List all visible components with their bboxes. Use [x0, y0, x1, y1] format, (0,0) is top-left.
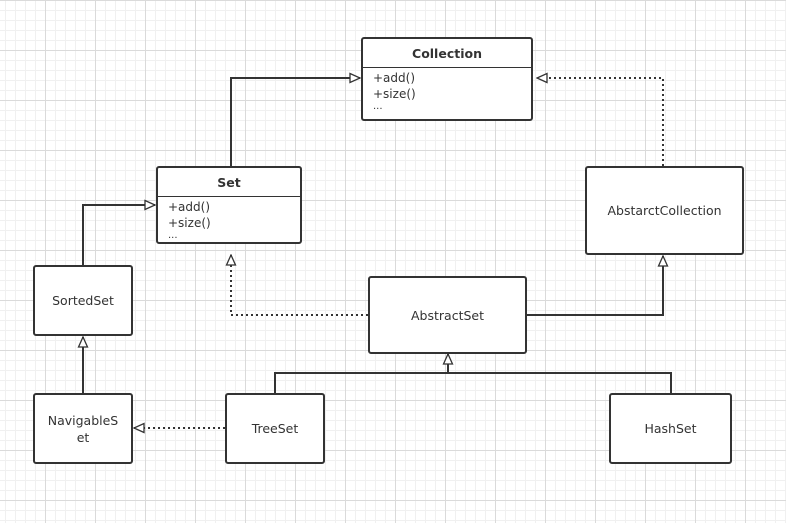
- set-class-name: Set: [158, 168, 300, 197]
- hashset-box[interactable]: HashSet: [609, 393, 732, 464]
- set-member-size: +size(): [168, 216, 211, 230]
- collection-class-box[interactable]: Collection +add() +size() ...: [361, 37, 533, 121]
- set-members: +add() +size() ...: [158, 197, 300, 241]
- collection-members: +add() +size() ...: [363, 68, 531, 112]
- collection-member-add: +add(): [373, 71, 416, 85]
- sortedset-to-set-arrow: [82, 205, 155, 265]
- set-member-add: +add(): [168, 200, 211, 214]
- abstractset-box[interactable]: AbstractSet: [368, 276, 527, 354]
- abstractset-to-set-arrow: [231, 255, 368, 316]
- hashset-label: HashSet: [644, 421, 697, 436]
- abstractset-to-abstractcollection-arrow: [527, 256, 663, 316]
- abstractcollection-label: AbstarctCollection: [607, 203, 722, 218]
- abstractcollection-box[interactable]: AbstarctCollection: [585, 166, 744, 255]
- abstractcollection-to-collection-arrow: [537, 78, 664, 166]
- set-member-ellipsis: ...: [168, 230, 178, 241]
- treeset-box[interactable]: TreeSet: [225, 393, 325, 464]
- sortedset-label: SortedSet: [52, 293, 114, 308]
- navigableset-label: NavigableSet: [47, 412, 119, 445]
- set-class-box[interactable]: Set +add() +size() ...: [156, 166, 302, 244]
- collection-member-ellipsis: ...: [373, 101, 383, 112]
- collection-member-size: +size(): [373, 87, 416, 101]
- set-to-collection-arrow: [230, 78, 360, 166]
- sortedset-box[interactable]: SortedSet: [33, 265, 133, 336]
- abstractset-label: AbstractSet: [411, 307, 484, 323]
- collection-class-name: Collection: [363, 39, 531, 68]
- subclasses-connector: [274, 372, 672, 393]
- navigableset-box[interactable]: NavigableSet: [33, 393, 133, 464]
- treeset-label: TreeSet: [251, 421, 299, 436]
